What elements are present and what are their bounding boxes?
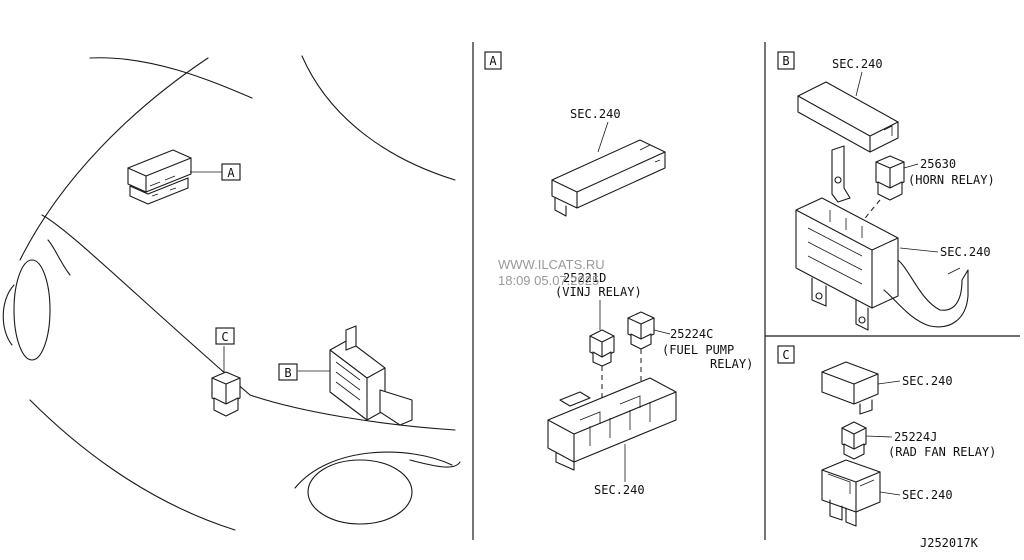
panel-c-relay-leader xyxy=(865,435,893,438)
callout-b-box[interactable] xyxy=(278,363,298,381)
panel-b-relay-part: 25630 xyxy=(920,157,956,171)
panel-b-relay-leader xyxy=(903,163,919,169)
panel-a-tag xyxy=(484,51,502,70)
panel-a-tag-label: A xyxy=(489,54,497,68)
bumper-line xyxy=(29,399,236,531)
front-curve xyxy=(41,214,456,431)
fuse-block-a-small xyxy=(127,149,222,205)
panel-c-relay-part: 25224J xyxy=(894,430,937,444)
panel-b-cover-label: SEC.240 xyxy=(832,57,883,71)
panel-a-relay1-name: (VINJ RELAY) xyxy=(555,285,642,299)
hood-outline xyxy=(89,57,253,99)
panel-c-cover-label: SEC.240 xyxy=(902,374,953,388)
panel-b: B SEC.240 25630 (HORN RELAY) xyxy=(777,51,995,331)
callout-c-box[interactable] xyxy=(215,327,235,345)
panel-a-fuel-pump-relay xyxy=(627,311,655,350)
panel-c-tag-label: C xyxy=(782,348,789,362)
panel-b-relay-box xyxy=(795,197,969,331)
panel-c-relay-name: (RAD FAN RELAY) xyxy=(888,445,996,459)
panel-a-relay2-leader xyxy=(653,329,671,335)
panel-b-relay-name: (HORN RELAY) xyxy=(908,173,995,187)
panel-a-base-label: SEC.240 xyxy=(594,483,645,497)
panel-a-relay2-part: 25224C xyxy=(670,327,713,341)
panel-c-rad-fan-relay xyxy=(841,421,867,460)
panel-c-base-label: SEC.240 xyxy=(902,488,953,502)
panel-a-cover-label: SEC.240 xyxy=(570,107,621,121)
inner-curve xyxy=(47,239,71,276)
panel-c-tag xyxy=(777,345,795,364)
panel-a-relay1-part: 25221D xyxy=(563,271,606,285)
panel-b-horn-relay xyxy=(875,155,905,201)
panel-a-relay2-name-1: (FUEL PUMP xyxy=(662,343,734,357)
panel-c-cover xyxy=(821,361,879,415)
wheel-arch-lower xyxy=(409,459,461,468)
diagram-id: J252017K xyxy=(920,536,979,550)
wheel xyxy=(307,459,413,525)
panel-b-bracket xyxy=(831,145,851,203)
panel-a-relay2-name-2: RELAY) xyxy=(710,357,753,371)
panel-b-box-label: SEC.240 xyxy=(940,245,991,259)
panel-c-base-leader xyxy=(879,491,901,496)
panel-c: C SEC.240 25224J (RAD FAN RELAY) SEC.240 xyxy=(777,345,996,527)
panel-b-cover-leader xyxy=(855,71,863,97)
callout-c-label: C xyxy=(221,330,228,344)
watermark-site: WWW.ILCATS.RU xyxy=(498,257,605,272)
panel-b-guide xyxy=(861,199,881,223)
fender-line xyxy=(19,57,209,261)
callout-a-box[interactable] xyxy=(221,163,241,181)
panel-b-tag-label: B xyxy=(782,54,789,68)
panel-a-cover-leader xyxy=(597,121,609,153)
relay-c-small xyxy=(211,346,241,417)
headlamp xyxy=(13,259,51,361)
car-overview xyxy=(2,55,461,531)
callout-a-label: A xyxy=(227,166,235,180)
panel-a-relay-base xyxy=(547,377,677,471)
wheel-arch xyxy=(294,451,453,489)
panel-b-cover xyxy=(797,81,899,153)
panel-b-box-leader xyxy=(899,247,939,253)
watermark-timestamp: 18:09 05.07.2025 xyxy=(498,273,599,288)
panel-a-vinj-relay xyxy=(589,329,615,367)
panel-c-relay-base xyxy=(821,459,881,527)
panel-a: A SEC.240 25221D (VINJ RELAY) 25224C (FU… xyxy=(484,51,753,497)
panel-a-cover xyxy=(551,139,666,217)
panel-b-tag xyxy=(777,51,795,70)
callout-b-label: B xyxy=(284,366,291,380)
headlamp-housing xyxy=(2,284,15,346)
relay-box-b-small xyxy=(298,325,413,426)
panel-c-cover-leader xyxy=(877,380,901,385)
windshield-line xyxy=(301,55,456,181)
